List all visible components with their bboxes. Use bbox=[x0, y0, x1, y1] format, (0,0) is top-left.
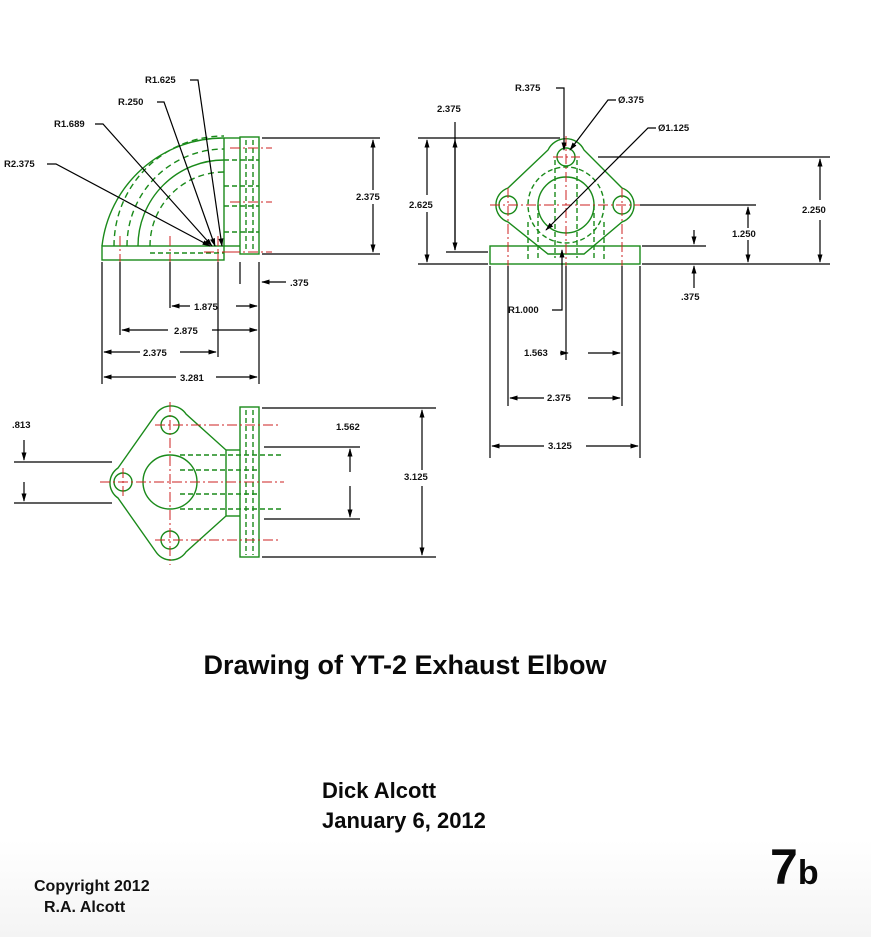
technical-drawing: R1.625 R.250 R1.689 R2.375 2.375 .375 1.… bbox=[4, 75, 830, 565]
side-view: R1.625 R.250 R1.689 R2.375 2.375 .375 1.… bbox=[4, 75, 380, 384]
dim-375: .375 bbox=[290, 278, 309, 289]
dim-2375-base: 2.375 bbox=[143, 348, 167, 359]
front-view: R.375 Ø.375 Ø1.125 2.375 2.625 2.250 1.2… bbox=[409, 83, 830, 458]
author-date: January 6, 2012 bbox=[322, 808, 486, 833]
copyright-holder: R.A. Alcott bbox=[44, 899, 126, 916]
page-number-digit: 7 bbox=[770, 839, 798, 895]
drawing-title: Drawing of YT-2 Exhaust Elbow bbox=[203, 650, 607, 680]
author-block: Dick Alcott January 6, 2012 bbox=[322, 776, 486, 836]
dim-1250: 1.250 bbox=[732, 229, 756, 240]
dim-r2375: R2.375 bbox=[4, 159, 35, 170]
dim-3125-base: 3.125 bbox=[548, 441, 572, 452]
dim-813: .813 bbox=[12, 420, 31, 431]
dim-2375-bolt: 2.375 bbox=[547, 393, 571, 404]
dim-2625: 2.625 bbox=[409, 200, 433, 211]
dim-dia1125: Ø1.125 bbox=[658, 123, 690, 134]
dim-3125-top: 3.125 bbox=[404, 472, 428, 483]
dim-r375: R.375 bbox=[515, 83, 541, 94]
author-name: Dick Alcott bbox=[322, 778, 437, 803]
dim-1875: 1.875 bbox=[194, 302, 218, 313]
page-number-suffix: b bbox=[797, 854, 819, 892]
dim-2375-front: 2.375 bbox=[437, 104, 461, 115]
page-number: 7b bbox=[770, 838, 819, 896]
dim-r1000: R1.000 bbox=[508, 305, 539, 316]
copyright-line: Copyright 2012 bbox=[34, 878, 150, 895]
dim-r250: R.250 bbox=[118, 97, 143, 108]
dim-2250: 2.250 bbox=[802, 205, 826, 216]
dim-2375-height: 2.375 bbox=[356, 192, 380, 203]
dim-2875: 2.875 bbox=[174, 326, 198, 337]
dim-1562: 1.562 bbox=[336, 422, 360, 433]
dim-r1625: R1.625 bbox=[145, 75, 176, 86]
footer-shade bbox=[0, 840, 871, 937]
dim-1563: 1.563 bbox=[524, 348, 548, 359]
copyright-block: Copyright 2012 R.A. Alcott bbox=[34, 876, 150, 918]
dim-dia375: Ø.375 bbox=[618, 95, 645, 106]
top-view: .813 1.562 3.125 bbox=[12, 402, 436, 565]
dim-375-front: .375 bbox=[681, 292, 700, 303]
dim-3281: 3.281 bbox=[180, 373, 204, 384]
dim-r1689: R1.689 bbox=[54, 119, 85, 130]
